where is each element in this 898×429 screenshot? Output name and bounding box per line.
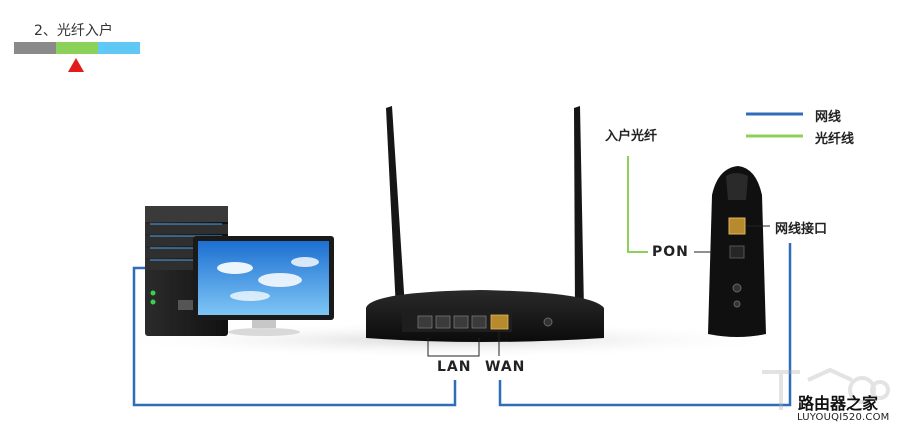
ethernet-cable-pc	[132, 266, 457, 407]
router-icon	[366, 106, 604, 342]
fiber-modem-icon	[708, 166, 766, 337]
progress-segment-2	[56, 42, 98, 54]
lan-label: LAN	[437, 359, 472, 375]
progress-indicator-icon	[68, 58, 84, 72]
fiber-in-label: 入户光纤	[605, 129, 658, 144]
monitor-icon	[193, 236, 334, 336]
step-title: 2、光纤入户	[34, 23, 113, 39]
ethernet-port-label: 网线接口	[775, 222, 828, 237]
watermark-brand: 路由器之家	[798, 394, 879, 413]
fiber-line	[627, 156, 648, 253]
wan-label: WAN	[485, 359, 526, 375]
legend-label-fiber: 光纤线	[815, 132, 855, 147]
progress-segment-1	[14, 42, 56, 54]
progress-segment-3	[98, 42, 140, 54]
watermark-logo-icon	[762, 367, 890, 410]
legend-label-ethernet: 网线	[815, 110, 842, 125]
watermark-url: LUYOUQI520.COM	[797, 412, 890, 423]
pon-label: PON	[652, 244, 689, 260]
ethernet-cable-wan	[498, 243, 792, 407]
